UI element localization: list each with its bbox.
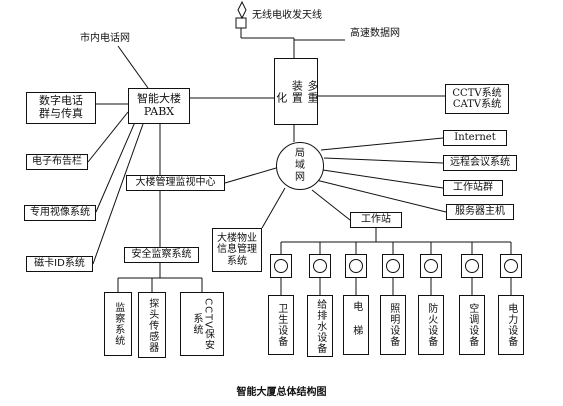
- property-line3: 系统: [227, 255, 247, 267]
- workstation-box: 工作站: [350, 212, 402, 228]
- security-sub-box: 监察系统: [104, 292, 132, 356]
- video-conf-box: 远程会议系统: [443, 155, 517, 171]
- digital-phone-box: 数字电话 群与传真: [26, 92, 96, 124]
- equipment-box: 照明设备: [380, 295, 406, 355]
- terminal-icon: [420, 254, 442, 278]
- equipment-box: 电力设备: [498, 295, 524, 355]
- equipment-box: 给排水设备: [307, 295, 333, 357]
- security-system-box: 安全监察系统: [124, 247, 199, 263]
- multiplexer-col2: 装置: [290, 79, 304, 104]
- equipment-label: 防火设备: [425, 303, 437, 347]
- equipment-label: 电梯: [350, 301, 362, 349]
- cctv-catv-box: CCTV系统 CATV系统: [445, 84, 509, 114]
- pabx-line1: 智能大楼: [137, 92, 181, 106]
- video-system-label: 专用视像系统: [30, 207, 90, 219]
- internet-label: Internet: [454, 132, 496, 144]
- multiplexer-box: 多重 装置 化: [274, 58, 319, 125]
- terminal-icon: [309, 254, 331, 278]
- server-label: 服务器主机: [455, 206, 505, 218]
- security-sub-label: 探头传感器: [146, 297, 158, 353]
- multiplexer-col1: 多重: [305, 79, 319, 104]
- lan-ellipse: 局 域 网: [276, 142, 324, 190]
- monitor-center-label: 大楼管理监视中心: [135, 177, 216, 189]
- terminal-icon: [345, 254, 367, 278]
- security-sub-label: CCTV保安系统: [191, 297, 214, 351]
- terminal-icon: [461, 254, 483, 278]
- workstation-group-box: 工作站群: [443, 180, 503, 196]
- terminal-icon: [500, 254, 522, 278]
- cctv-line: CCTV系统: [452, 87, 502, 99]
- lan-line2: 域: [295, 160, 305, 171]
- highspeed-label: 高速数据网: [350, 28, 400, 39]
- property-mgmt-box: 大楼物业 信息管理 系统: [212, 228, 262, 272]
- lan-line1: 局: [295, 148, 305, 159]
- antenna-base-icon: [235, 17, 247, 29]
- antenna-label: 无线电收发天线: [252, 10, 322, 21]
- antenna-icon: [237, 0, 247, 20]
- equipment-box: 空调设备: [459, 295, 485, 355]
- video-conf-label: 远程会议系统: [450, 157, 510, 169]
- equipment-box: 卫生设备: [268, 295, 294, 355]
- internet-box: Internet: [443, 130, 507, 146]
- catv-line: CATV系统: [452, 99, 502, 110]
- billboard-label: 电子布告栏: [32, 156, 82, 168]
- terminal-icon: [382, 254, 404, 278]
- video-system-box: 专用视像系统: [24, 205, 96, 221]
- equipment-box: 电梯: [343, 295, 369, 355]
- equipment-label: 照明设备: [387, 303, 399, 347]
- property-line2: 信息管理: [217, 244, 257, 256]
- security-sub-box: CCTV保安系统: [180, 292, 224, 356]
- lan-line3: 网: [295, 172, 305, 183]
- city-phone-label: 市内电话网: [80, 33, 130, 44]
- pabx-box: 智能大楼 PABX: [128, 88, 190, 124]
- workstation-label: 工作站: [361, 214, 391, 226]
- equipment-label: 卫生设备: [275, 303, 287, 347]
- digital-phone-line1: 数字电话: [39, 94, 83, 108]
- pabx-line2: PABX: [143, 105, 175, 118]
- multiplexer-col3: 化: [274, 91, 288, 104]
- terminal-icon: [270, 254, 292, 278]
- security-sub-label: 监察系统: [112, 302, 124, 346]
- property-line1: 大楼物业: [217, 232, 257, 244]
- server-box: 服务器主机: [446, 204, 514, 220]
- id-card-label: 磁卡ID系统: [34, 258, 85, 270]
- security-sub-box: 探头传感器: [138, 292, 166, 358]
- diagram-caption: 智能大厦总体结构图: [236, 387, 327, 398]
- digital-phone-line2: 群与传真: [39, 107, 83, 120]
- equipment-label: 空调设备: [466, 303, 478, 347]
- id-card-box: 磁卡ID系统: [26, 256, 93, 272]
- equipment-label: 电力设备: [505, 303, 517, 347]
- monitor-center-box: 大楼管理监视中心: [126, 175, 225, 191]
- billboard-box: 电子布告栏: [26, 154, 88, 170]
- workstation-group-label: 工作站群: [453, 182, 493, 194]
- equipment-box: 防火设备: [418, 295, 444, 355]
- equipment-label: 给排水设备: [314, 298, 326, 354]
- security-system-label: 安全监察系统: [131, 249, 192, 261]
